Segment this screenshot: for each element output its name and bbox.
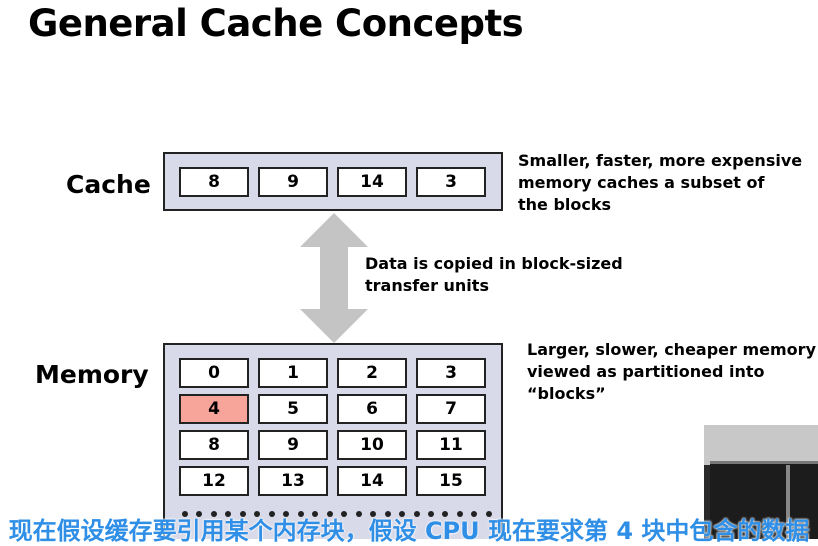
memory-block: 8 xyxy=(179,430,249,460)
ellipsis-dot xyxy=(312,511,319,517)
ellipsis-dot xyxy=(182,511,188,517)
transfer-note-line: Data is copied in block-sized xyxy=(365,254,623,273)
ellipsis-dot xyxy=(355,511,362,517)
memory-block: 9 xyxy=(258,430,328,460)
video-rail xyxy=(786,465,790,539)
ellipsis-dot xyxy=(370,511,377,517)
cache-note-line: Smaller, faster, more expensive xyxy=(518,151,803,170)
memory-note-line: Larger, slower, cheaper memory xyxy=(527,340,816,359)
cache-block: 14 xyxy=(337,167,407,197)
ellipsis-dot xyxy=(399,511,406,517)
cache-block: 9 xyxy=(258,167,328,197)
transfer-arrow-icon xyxy=(300,213,368,343)
memory-block: 3 xyxy=(416,358,486,388)
ellipsis-dot xyxy=(384,511,391,517)
cache-note-line: memory caches a subset of xyxy=(518,173,765,192)
memory-block-highlighted: 4 xyxy=(179,394,249,424)
cache-block: 8 xyxy=(179,167,249,197)
ellipsis-dot xyxy=(210,511,217,517)
slide-title: General Cache Concepts xyxy=(28,2,524,45)
transfer-note: Data is copied in block-sized transfer u… xyxy=(365,253,623,297)
ellipsis-dots-icon xyxy=(182,510,492,518)
memory-block: 5 xyxy=(258,394,328,424)
cache-note-line: the blocks xyxy=(518,195,612,214)
transfer-note-line: transfer units xyxy=(365,276,489,295)
video-wall xyxy=(704,425,818,465)
ellipsis-dot xyxy=(196,511,203,517)
memory-block: 10 xyxy=(337,430,407,460)
memory-block: 7 xyxy=(416,394,486,424)
memory-block: 14 xyxy=(337,466,407,496)
ellipsis-dot xyxy=(442,511,449,517)
video-subtitle: 现在假设缓存要引用某个内存块，假设 CPU 现在要求第 4 块中包含的数据 xyxy=(8,517,810,545)
ellipsis-dot xyxy=(471,511,478,517)
memory-block: 2 xyxy=(337,358,407,388)
ellipsis-dot xyxy=(427,511,434,517)
ellipsis-dot xyxy=(413,511,420,517)
memory-block: 1 xyxy=(258,358,328,388)
memory-block: 0 xyxy=(179,358,249,388)
video-board xyxy=(710,461,818,539)
memory-label: Memory xyxy=(35,360,149,389)
ellipsis-dot xyxy=(283,511,290,517)
memory-block: 11 xyxy=(416,430,486,460)
presenter-video-thumbnail xyxy=(704,425,818,539)
cache-label: Cache xyxy=(66,170,151,199)
ellipsis-dot xyxy=(239,511,246,517)
ellipsis-dot xyxy=(456,511,463,517)
ellipsis-dot xyxy=(254,511,261,517)
memory-note-line: viewed as partitioned into “blocks” xyxy=(527,362,765,403)
ellipsis-dot xyxy=(485,511,492,517)
ellipsis-dot xyxy=(326,511,333,517)
memory-block: 15 xyxy=(416,466,486,496)
ellipsis-dot xyxy=(297,511,304,517)
ellipsis-dot xyxy=(341,511,348,517)
cache-note: Smaller, faster, more expensive memory c… xyxy=(518,150,802,216)
cache-block: 3 xyxy=(416,167,486,197)
memory-block: 13 xyxy=(258,466,328,496)
memory-note: Larger, slower, cheaper memory viewed as… xyxy=(527,339,818,405)
memory-block: 6 xyxy=(337,394,407,424)
ellipsis-dot xyxy=(268,511,275,517)
memory-block: 12 xyxy=(179,466,249,496)
memory-panel: 0 1 2 3 4 5 6 7 8 9 10 11 12 13 14 15 xyxy=(163,343,503,539)
ellipsis-dot xyxy=(225,511,232,517)
cache-panel: 8 9 14 3 xyxy=(163,152,503,211)
